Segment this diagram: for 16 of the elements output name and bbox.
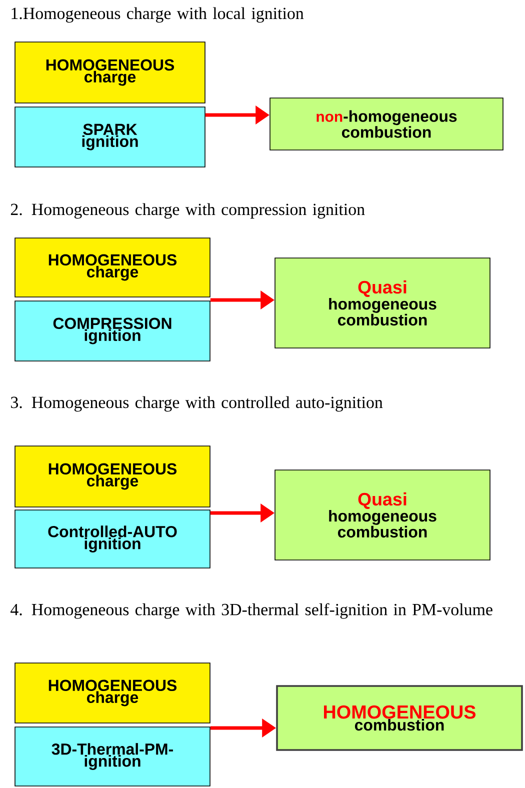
- section-heading: 4. Homogeneous charge with 3D-thermal self-ignition in PM-volume: [10, 603, 492, 619]
- combustion-box: Quasi homogeneous combustion: [274, 470, 490, 560]
- charge-box: HOMOGENEOUS charge: [14, 238, 210, 298]
- ignition-box: Controlled-AUTO ignition: [14, 510, 210, 568]
- combustion-box: non-homogeneous combustion: [270, 98, 504, 150]
- combustion-box: HOMOGENEOUS combustion: [276, 685, 523, 751]
- charge-box: HOMOGENEOUS charge: [14, 446, 210, 508]
- ignition-box: 3D-Thermal-PM- ignition: [14, 726, 210, 786]
- combustion-box: Quasi homogeneous combustion: [274, 258, 490, 348]
- section-heading: 2. Homogeneous charge with compression ignition: [10, 203, 365, 219]
- charge-box: HOMOGENEOUS charge: [14, 662, 210, 724]
- ignition-box: COMPRESSION ignition: [14, 300, 210, 362]
- charge-box: HOMOGENEOUS charge: [14, 42, 206, 104]
- section-heading: 1.Homogeneous charge with local ignition: [12, 7, 304, 23]
- ignition-box: SPARK ignition: [14, 106, 206, 168]
- section-heading: 3. Homogeneous charge with controlled auto-ignition: [11, 396, 383, 412]
